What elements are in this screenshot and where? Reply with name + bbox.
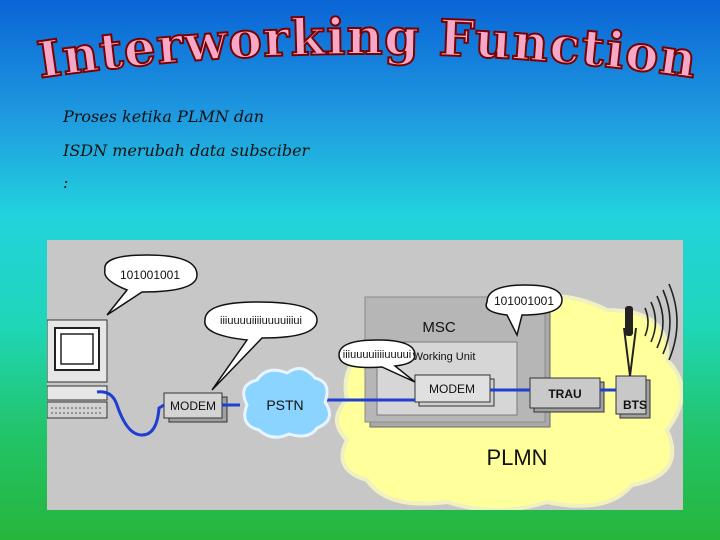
modem-iwu	[414, 374, 495, 407]
bubble-bits-text: 101001001	[120, 268, 180, 282]
description-line-2: ISDN merubah data subsciber	[63, 141, 310, 160]
slide-title-text: Interworking Function	[34, 7, 701, 90]
bubble-signal-modem	[204, 301, 318, 391]
trau-box	[529, 377, 605, 413]
pstn-cloud	[242, 367, 331, 439]
bts-station	[615, 283, 678, 419]
bubble-iwu-signal-text: iiiuuuuiiiiuuuui	[343, 349, 412, 361]
pstn-label: PSTN	[266, 397, 303, 413]
plmn-label: PLMN	[486, 445, 547, 470]
bubble-signal-iwu	[338, 339, 416, 383]
interworking-diagram: 101001001 iiiuuuuiiiiuuuuiiiui 101001001…	[47, 240, 683, 510]
modem-iwu-label: MODEM	[429, 382, 475, 396]
slide-title: Interworking Function	[33, 6, 701, 91]
radio-waves-icon	[644, 283, 678, 361]
connection-lines	[96, 388, 616, 437]
modem-left-label: MODEM	[170, 399, 216, 413]
msc-label: MSC	[422, 319, 456, 336]
computer-terminal	[47, 319, 108, 419]
iwu-label: Working Unit	[413, 351, 476, 363]
description-line-1: Proses ketika PLMN dan	[63, 107, 264, 126]
bubble-bits-msc	[485, 284, 563, 338]
bubble-modem-signal-text: iiiuuuuiiiiuuuuiiiui	[220, 315, 302, 327]
bubble-bits-pc	[103, 254, 198, 316]
modem-left	[163, 392, 228, 423]
bubble-msc-bits-text: 101001001	[494, 294, 554, 308]
trau-label: TRAU	[548, 387, 581, 401]
bts-label: BTS	[623, 398, 647, 412]
description-line-3: :	[63, 173, 69, 192]
